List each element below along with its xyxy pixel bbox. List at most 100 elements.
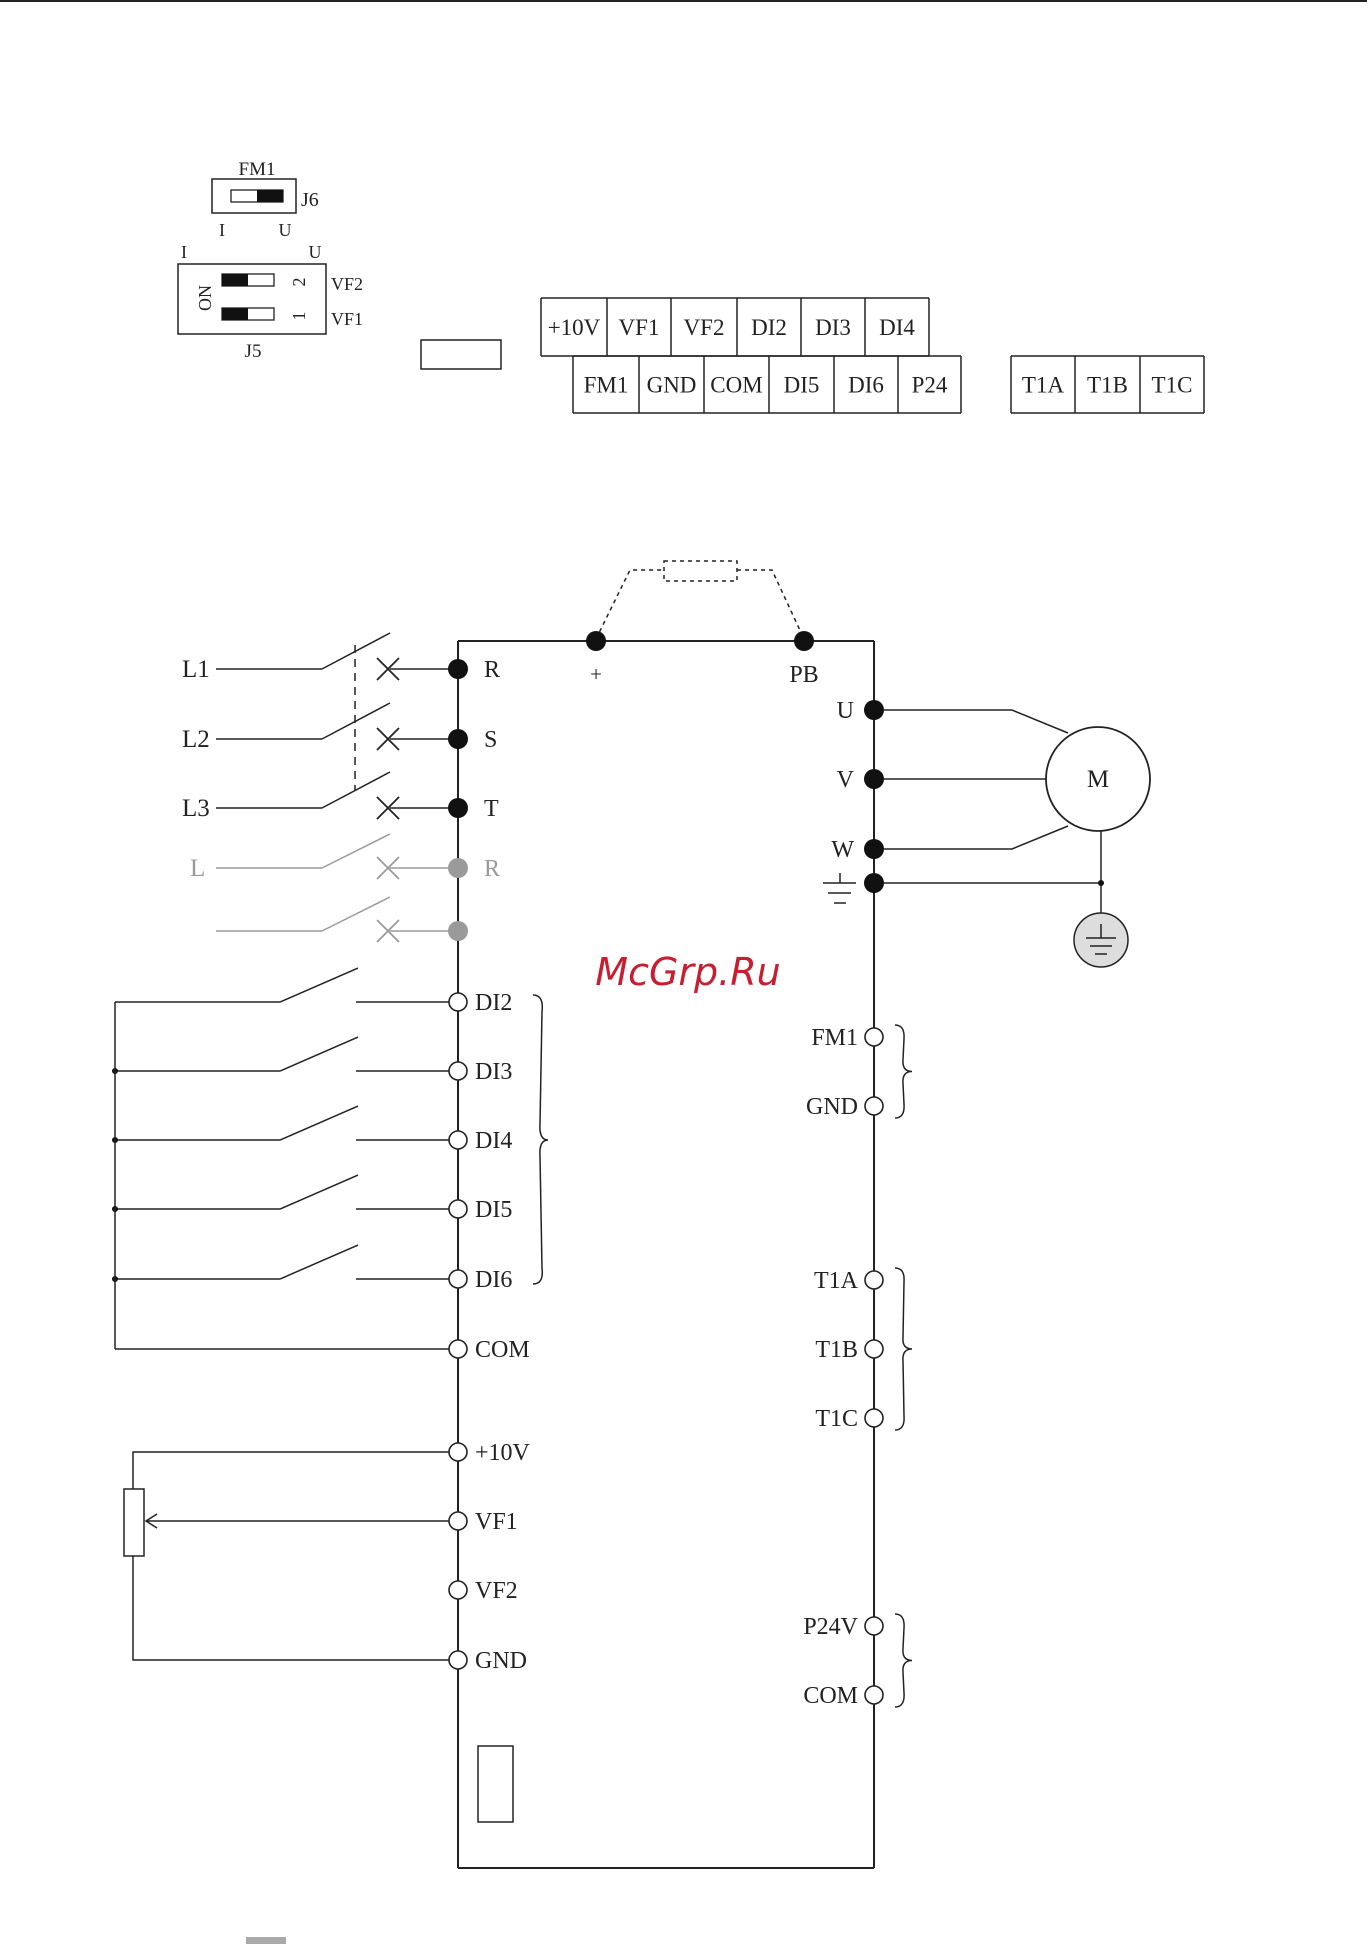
- ai-label-3: GND: [475, 1648, 527, 1674]
- di-terminal-di5: [449, 1200, 467, 1218]
- relay-label-2: T1C: [815, 1406, 858, 1432]
- j5-right-label: U: [309, 242, 322, 262]
- dc-pb-terminal: [794, 631, 814, 651]
- di-label-di6: DI6: [475, 1267, 512, 1293]
- line-label-l2: L2: [182, 726, 210, 753]
- di-terminal-di2: [449, 993, 467, 1011]
- single-phase-terminal-1: [448, 921, 468, 941]
- terminal-strip-top-row: +10V VF1 VF2 DI2 DI3 DI4: [541, 298, 929, 356]
- tb-top-cell-2: VF2: [684, 315, 725, 340]
- com-label: COM: [475, 1337, 530, 1363]
- ai-terminal-3: [449, 1651, 467, 1669]
- j5-num-2: 2: [289, 278, 309, 287]
- analog-out-terminal-1: [865, 1097, 883, 1115]
- di-terminal-di6: [449, 1270, 467, 1288]
- j5-knob-2: [222, 274, 248, 286]
- line-label-l3: L3: [182, 795, 210, 822]
- tb-bottom-cell-0: FM1: [584, 373, 629, 398]
- tb-top-cell-1: VF1: [619, 315, 660, 340]
- tb-relay-cell-0: T1A: [1022, 373, 1065, 398]
- output-terminal-v: [864, 769, 884, 789]
- output-label-u: U: [837, 698, 854, 724]
- single-phase-label: L: [190, 855, 205, 882]
- power-out-terminal-1: [865, 1686, 883, 1704]
- output-label-v: V: [837, 767, 855, 793]
- ai-terminal-1: [449, 1512, 467, 1530]
- power-input-label-r: R: [484, 657, 500, 683]
- power-out-brace: [895, 1614, 912, 1707]
- motor-output-section: U V W M: [823, 698, 1150, 967]
- earth-ground-icon: [1074, 913, 1128, 967]
- relay-terminal-0: [865, 1271, 883, 1289]
- ground-terminal: [864, 873, 884, 893]
- power-input-terminal-r: [448, 659, 468, 679]
- relay-label-0: T1A: [814, 1268, 859, 1294]
- terminal-strip-bottom-row: FM1GNDCOMDI5DI6P24: [573, 356, 961, 413]
- power-out-label-1: COM: [803, 1683, 858, 1709]
- com-terminal: [449, 1340, 467, 1358]
- j6-jumper: FM1 J6 I U: [212, 159, 319, 240]
- analog-out-terminal-0: [865, 1028, 883, 1046]
- analog-out-brace: [895, 1025, 912, 1118]
- j5-num-1: 1: [289, 312, 309, 321]
- tb-relay-cell-2: T1C: [1152, 373, 1193, 398]
- di-label-di2: DI2: [475, 990, 512, 1016]
- power-input-label-t: T: [484, 796, 499, 822]
- relay-terminal-2: [865, 1409, 883, 1427]
- tb-top-cell-5: DI4: [879, 315, 915, 340]
- dc-plus-terminal: [586, 631, 606, 651]
- ai-label-1: VF1: [475, 1509, 518, 1535]
- single-phase-input-label: R: [484, 856, 500, 882]
- ground-symbol-icon: [823, 873, 856, 903]
- power-input-label-s: S: [484, 727, 497, 753]
- single-phase-terminal-0: [448, 858, 468, 878]
- keypad-port: [478, 1746, 513, 1822]
- power-input-terminal-s: [448, 729, 468, 749]
- tb-bottom-cell-5: P24: [912, 373, 948, 398]
- ai-terminal-0: [449, 1443, 467, 1461]
- j6-left-label: I: [219, 220, 225, 240]
- j6-switch-knob: [257, 190, 283, 202]
- di-label-di3: DI3: [475, 1059, 512, 1085]
- di-terminal-di3: [449, 1062, 467, 1080]
- connector-box: [421, 340, 501, 369]
- di-brace: [533, 995, 548, 1284]
- tb-top-cell-4: DI3: [815, 315, 851, 340]
- line-label-l1: L1: [182, 656, 210, 683]
- j6-right-label: U: [279, 220, 292, 240]
- output-label-w: W: [831, 837, 854, 863]
- j5-on-label: ON: [195, 285, 215, 311]
- j5-knob-1: [222, 308, 248, 320]
- relay-terminal-1: [865, 1340, 883, 1358]
- output-terminal-u: [864, 700, 884, 720]
- ai-terminal-2: [449, 1581, 467, 1599]
- j6-top-label: FM1: [239, 159, 276, 180]
- di-terminal-di4: [449, 1131, 467, 1149]
- relay-brace: [895, 1268, 912, 1430]
- analog-out-label-1: GND: [806, 1094, 858, 1120]
- tb-top-cell-3: DI2: [751, 315, 787, 340]
- relay-label-1: T1B: [815, 1337, 858, 1363]
- watermark: McGrp.Ru: [595, 950, 780, 994]
- dc-plus-label: +: [590, 662, 602, 686]
- j5-bottom-label: J5: [245, 341, 262, 362]
- j6-side-label: J6: [301, 189, 319, 211]
- power-out-label-0: P24V: [803, 1614, 858, 1640]
- page-footer-marker: [246, 1937, 286, 1944]
- di-label-di4: DI4: [475, 1128, 512, 1154]
- tb-top-cell-0: +10V: [548, 315, 601, 340]
- analog-out-label-0: FM1: [811, 1025, 858, 1051]
- motor-label: M: [1087, 766, 1109, 793]
- power-input-terminal-t: [448, 798, 468, 818]
- j5-dip-switch: I U ON 2 1 VF2 VF1 J5: [178, 242, 363, 362]
- braking-resistor: [596, 561, 804, 639]
- ai-label-2: VF2: [475, 1578, 518, 1604]
- tb-bottom-cell-4: DI6: [848, 373, 884, 398]
- power-out-terminal-0: [865, 1617, 883, 1635]
- tb-relay-cell-1: T1B: [1087, 373, 1128, 398]
- potentiometer: [124, 1489, 144, 1556]
